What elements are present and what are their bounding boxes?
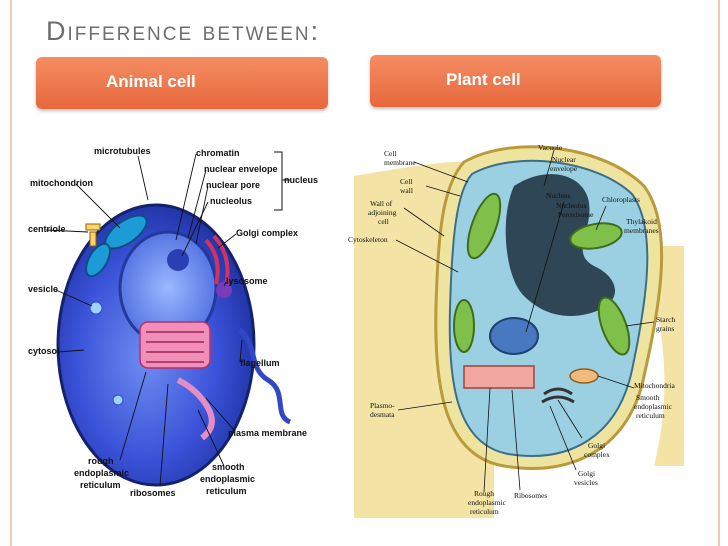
label-plasma-membrane: plasma membrane — [228, 428, 307, 438]
plant-label-smooth-1: Smooth — [636, 393, 660, 402]
plant-leader-lines — [395, 149, 655, 493]
animal-mitochondrion-2 — [85, 242, 111, 278]
label-lysosome: lysosome — [226, 276, 268, 286]
slide-frame-left — [10, 0, 12, 546]
plant-label-golgi-complex-1: Golgi — [588, 441, 605, 450]
plant-label-nucleolus: Nucleolus — [556, 201, 586, 210]
label-microtubules: microtubules — [94, 146, 151, 156]
plant-cell-illustration: Cell membrane Vacuole Nuclear envelope C… — [348, 143, 684, 519]
plant-label-starch-2: grains — [656, 324, 674, 333]
animal-cell-heading-label: Animal cell — [106, 72, 196, 91]
plant-label-cell-wall-2: wall — [400, 186, 413, 195]
slide-title: Difference between: — [46, 16, 321, 46]
plant-label-starch-1: Starch — [656, 315, 675, 324]
plant-label-cell-membrane-1: Cell — [384, 149, 397, 158]
plant-mitochondria — [569, 368, 599, 384]
slide-frame-right — [718, 0, 720, 546]
plant-label-wall-adjoining-3: cell — [378, 217, 389, 226]
plant-vacuole — [505, 174, 616, 317]
plant-label-cell-membrane-2: membrane — [384, 158, 416, 167]
plant-label-nucleus: Nucleus — [546, 191, 571, 200]
animal-flagellum — [238, 328, 292, 425]
plant-label-nuclear-envelope-2: envelope — [550, 164, 578, 173]
plant-label-golgi-vesicles-2: vesicles — [574, 478, 598, 487]
label-ribosomes: ribosomes — [130, 488, 176, 498]
animal-nucleus-bracket — [274, 151, 283, 211]
animal-nucleolus — [167, 249, 189, 271]
label-nucleus: nucleus — [284, 175, 318, 185]
label-smooth-er-1: smooth — [212, 462, 245, 472]
plant-label-peroxisome: Peroxisome — [558, 210, 594, 219]
plant-label-mitochondria: Mitochondria — [634, 381, 675, 390]
label-smooth-er-2: endoplasmic — [200, 474, 255, 484]
plant-cell-diagram: Cell membrane Vacuole Nuclear envelope C… — [344, 126, 694, 519]
label-mitochondrion: mitochondrion — [30, 178, 93, 188]
plant-cell-heading-label: Plant cell — [446, 70, 521, 89]
animal-golgi — [204, 234, 230, 287]
plant-label-thylakoid-2: membranes — [624, 226, 659, 235]
label-nuclear-envelope: nuclear envelope — [204, 164, 278, 174]
plant-label-wall-adjoining-1: Wall of — [370, 199, 393, 208]
plant-label-chloroplasts: Chloroplasts — [602, 195, 640, 204]
label-rough-er-2: endoplasmic — [74, 468, 129, 478]
plant-golgi — [541, 387, 575, 404]
plant-label-golgi-complex-2: complex — [584, 450, 610, 459]
plant-label-plasmodesmata-1: Plasmo- — [370, 401, 395, 410]
plant-cell-heading: Plant cell — [370, 55, 661, 107]
plant-label-rough-1: Rough — [474, 489, 494, 498]
animal-vesicle-2 — [112, 394, 124, 406]
label-rough-er-3: reticulum — [80, 480, 121, 490]
label-smooth-er-3: reticulum — [206, 486, 247, 496]
plant-label-smooth-2: endoplasmic — [634, 402, 673, 411]
label-nuclear-pore: nuclear pore — [206, 180, 260, 190]
plant-label-smooth-3: reticulum — [636, 411, 665, 420]
plant-label-plasmodesmata-2: desmata — [370, 410, 395, 419]
animal-smooth-er — [176, 377, 215, 441]
label-cytosol: cytosol — [28, 346, 60, 356]
plant-chloroplasts — [453, 192, 631, 356]
plant-label-vacuole: Vacuole — [538, 143, 563, 152]
plant-adjoining-wall-right — [634, 246, 684, 466]
animal-cell-heading: Animal cell — [36, 57, 328, 109]
label-rough-er-1: rough — [88, 456, 114, 466]
label-golgi-complex: Golgi complex — [236, 228, 298, 238]
animal-rough-er — [139, 321, 211, 369]
plant-label-nuclear-envelope-1: Nuclear — [552, 155, 576, 164]
animal-vesicle — [89, 301, 103, 315]
plant-label-thylakoid-1: Thylakoid — [626, 217, 657, 226]
label-nucleolus: nucleolus — [210, 196, 252, 206]
plant-label-cell-wall-1: Cell — [400, 177, 413, 186]
label-flagellum: flagellum — [240, 358, 280, 368]
plant-label-ribosomes: Ribosomes — [514, 491, 547, 500]
animal-centriole — [85, 223, 101, 247]
plant-label-golgi-vesicles-1: Golgi — [578, 469, 595, 478]
label-chromatin: chromatin — [196, 148, 240, 158]
plant-label-rough-2: endoplasmic — [468, 498, 507, 507]
animal-leader-lines — [45, 153, 243, 487]
animal-cell-illustration: microtubules chromatin nuclear envelope … — [28, 146, 318, 498]
label-vesicle: vesicle — [28, 284, 58, 294]
animal-lysosome — [216, 282, 232, 298]
plant-label-rough-3: reticulum — [470, 507, 499, 516]
plant-rough-er — [463, 365, 535, 389]
animal-cell-diagram: microtubules chromatin nuclear envelope … — [28, 140, 320, 516]
label-centriole: centriole — [28, 224, 66, 234]
plant-nucleus — [489, 317, 539, 355]
plant-label-cytoskeleton: Cytoskeleton — [348, 235, 388, 244]
plant-label-wall-adjoining-2: adjoining — [368, 208, 397, 217]
